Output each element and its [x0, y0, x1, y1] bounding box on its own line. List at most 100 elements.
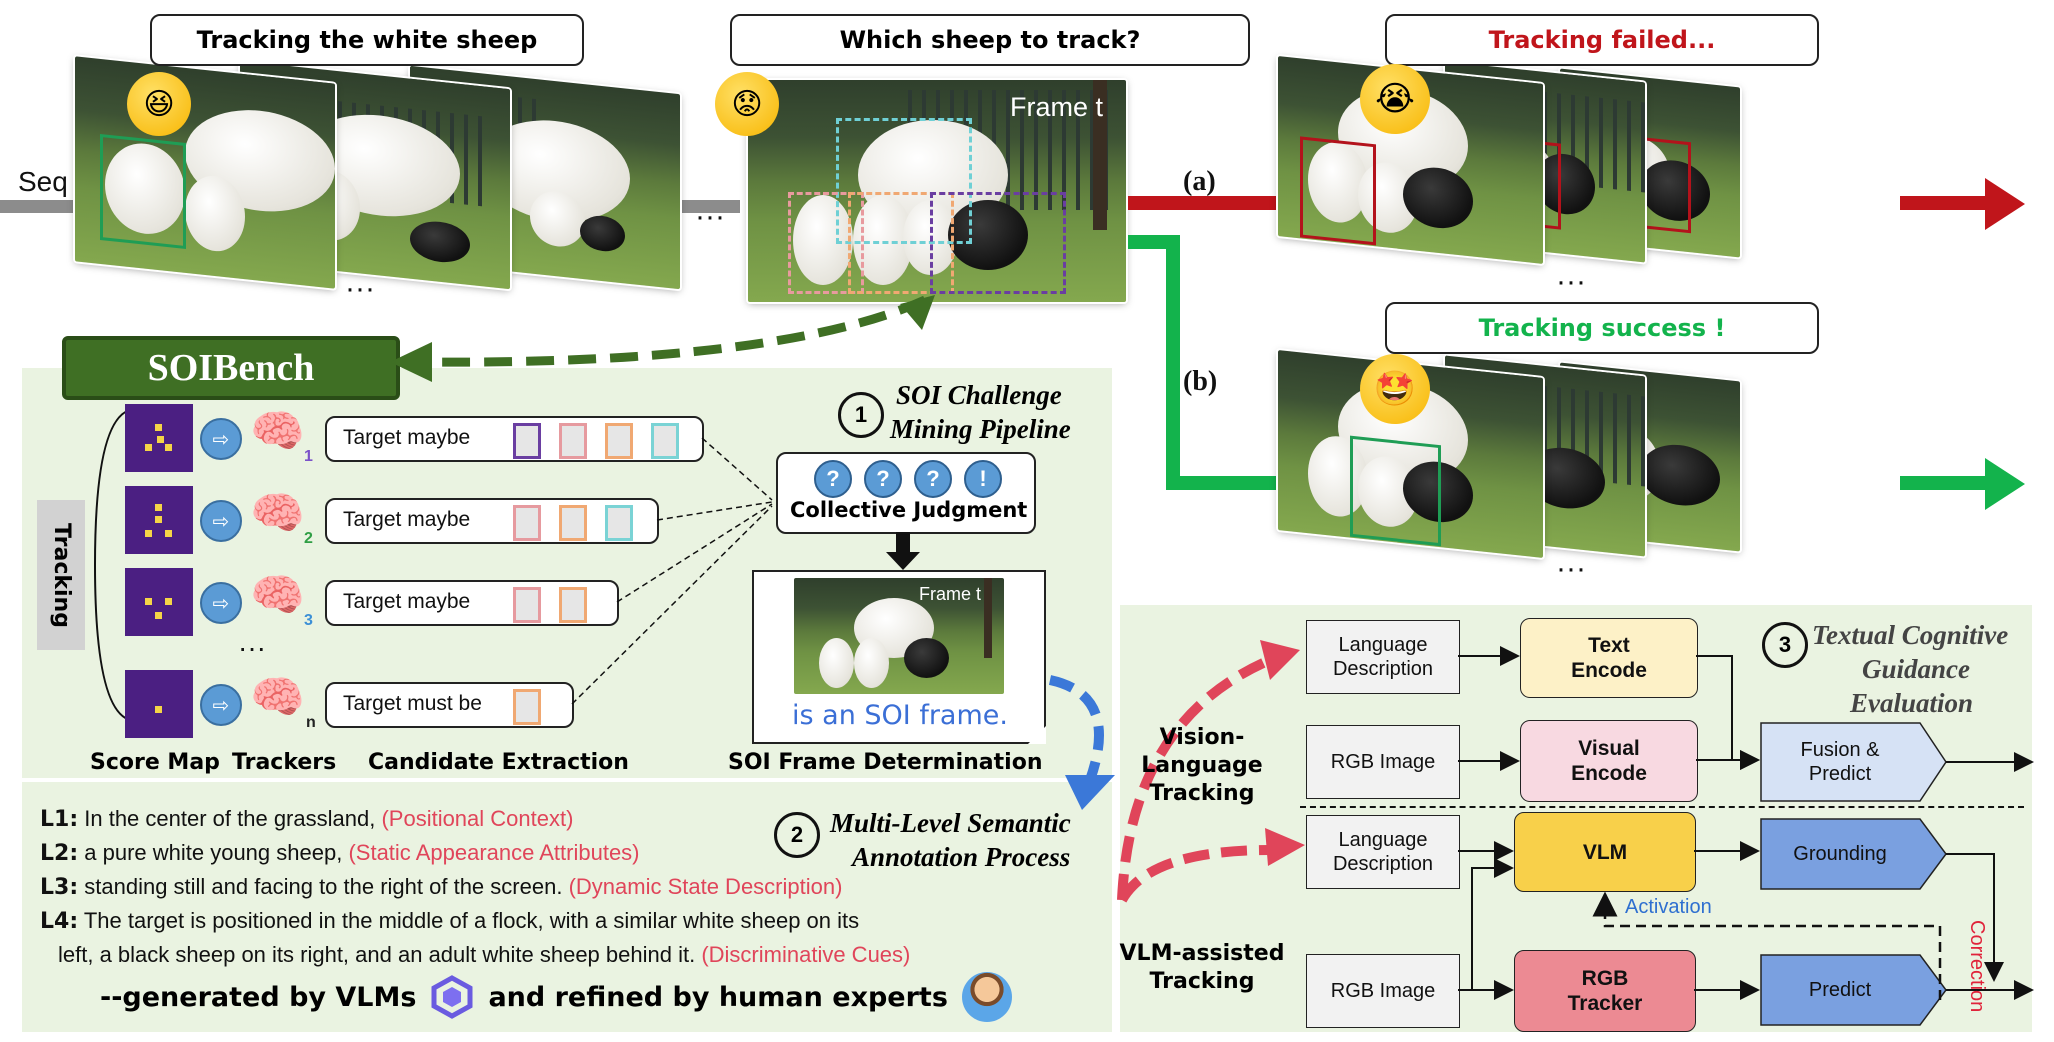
soibench-link-arrow	[390, 295, 935, 382]
candidate-box	[605, 505, 633, 541]
seq-label: Seq	[18, 166, 68, 197]
label-soi-frame-determination: SOI Frame Determination	[728, 750, 1043, 775]
speech-bubble-text: Which sheep to track?	[839, 26, 1141, 54]
bbox-pink	[788, 192, 864, 294]
box-line: Encode	[1571, 762, 1647, 785]
success-arrow-line	[1900, 476, 2000, 490]
speech-bubble-text: Tracking failed...	[1488, 26, 1716, 54]
level-text: a pure white young sheep,	[84, 840, 343, 865]
annotation-title-2: Annotation Process	[852, 842, 1071, 872]
box-line: RGB	[1581, 967, 1629, 990]
speech-bubble-which-sheep: Which sheep to track?	[730, 14, 1250, 66]
activation-label: Activation	[1625, 896, 1712, 918]
evaluation-title-2: Guidance	[1862, 654, 1970, 684]
level-l4-continued: left, a black sheep on its right, and an…	[58, 942, 910, 968]
arrow-circle-icon: ⇨	[200, 684, 242, 726]
rgb-image-box-vl: RGB Image	[1306, 725, 1460, 799]
fusion-predict-text: Fusion &Predict	[1760, 722, 1920, 802]
blue-curved-arrow	[1048, 675, 1115, 810]
level-text: In the center of the grassland,	[84, 806, 376, 831]
collective-judgment-box: ? ? ? ! Collective Judgment	[776, 452, 1036, 534]
pipeline-title-2: Mining Pipeline	[890, 414, 1071, 444]
speech-bubble-text: Tracking success !	[1478, 314, 1726, 342]
candidate-box	[559, 423, 587, 459]
level-cue: (Dynamic State Description)	[568, 874, 843, 899]
label-score-map: Score Map	[90, 750, 220, 775]
soi-frame-card: Frame t is an SOI frame.	[752, 570, 1046, 744]
candidate-label-text: Target maybe	[343, 508, 471, 531]
vl-label-line-2: Tracking	[1149, 781, 1255, 806]
candidate-label-text: Target must be	[343, 692, 482, 715]
exclamation-icon: !	[964, 460, 1002, 498]
collective-judgment-label: Collective Judgment	[790, 498, 1028, 522]
candidate-box	[513, 423, 541, 459]
level-tag: L3:	[40, 875, 79, 900]
candidate-label-text: Target maybe	[343, 590, 471, 613]
candidate-label-row-1: Target maybe	[325, 416, 704, 462]
annotation-number-badge: 2	[774, 812, 820, 858]
pipeline-title-1: SOI Challenge	[896, 380, 1062, 410]
frame-t-main: Frame t	[748, 80, 1126, 302]
human-expert-avatar-icon	[961, 972, 1012, 1022]
level-text: left, a black sheep on its right, and an…	[58, 942, 696, 967]
crying-emoji-icon: 😭	[1360, 64, 1430, 134]
candidate-label-row-4: Target must be	[325, 682, 574, 728]
ellipsis-fail: ···	[1556, 265, 1586, 298]
speech-bubble-text: Tracking the white sheep	[196, 26, 538, 54]
level-cue: (Static Appearance Attributes)	[348, 840, 640, 865]
judgment-down-arrow-shaft	[896, 532, 910, 554]
success-arrow-head	[1985, 458, 2025, 510]
grounding-text: Grounding	[1760, 818, 1920, 890]
arrow-circle-icon: ⇨	[200, 418, 242, 460]
sequence-line-mid	[670, 200, 740, 213]
level-l1: L1: In the center of the grassland, (Pos…	[40, 806, 573, 832]
footer-refined: and refined by human experts	[488, 981, 948, 1013]
speech-bubble-tracking-white-sheep: Tracking the white sheep	[150, 14, 584, 66]
judgment-down-arrow-head	[886, 552, 920, 570]
brain-network-icon: 🧠	[250, 571, 305, 620]
branch-a-label: (a)	[1183, 166, 1216, 197]
tracker-index: 3	[304, 612, 313, 629]
tracker-index: n	[306, 714, 316, 731]
bbox-cyan	[836, 118, 972, 244]
fusion-predict-box	[1760, 722, 1947, 802]
star-eyes-emoji-icon: 🤩	[1360, 354, 1430, 424]
box-line: Encode	[1571, 659, 1647, 682]
vlm-label-line-2: Tracking	[1149, 969, 1255, 994]
candidate-box	[513, 587, 541, 623]
fail-arrow-head	[1985, 178, 2025, 230]
annotation-panel	[22, 782, 1112, 1032]
confused-emoji-icon: 😟	[715, 72, 779, 136]
tracking-brace	[93, 409, 131, 721]
vlm-label-line-1: VLM-assisted	[1119, 941, 1285, 966]
speech-bubble-tracking-failed: Tracking failed...	[1385, 14, 1819, 66]
label-candidate-extraction: Candidate Extraction	[368, 750, 629, 775]
box-line: Text	[1588, 634, 1630, 657]
soi-frame-text: is an SOI frame.	[792, 700, 1008, 731]
box-line: RGB Image	[1330, 751, 1436, 773]
level-tag: L4:	[40, 909, 79, 934]
frame-t-label: Frame t	[1010, 92, 1104, 122]
candidate-box	[605, 423, 633, 459]
candidate-box	[513, 689, 541, 725]
score-map	[125, 404, 193, 472]
candidate-label-row-3: Target maybe	[325, 580, 619, 626]
frame-seq-1	[75, 56, 335, 289]
soibench-title-text: SOIBench	[147, 347, 315, 389]
level-tag: L1:	[40, 807, 79, 832]
pipeline-number-badge: 1	[838, 392, 884, 438]
level-cue: (Positional Context)	[381, 806, 574, 831]
tracker-index: 2	[304, 530, 313, 547]
arrow-circle-icon: ⇨	[200, 582, 242, 624]
candidate-label-text: Target maybe	[343, 426, 471, 449]
level-l2: L2: a pure white young sheep, (Static Ap…	[40, 840, 640, 866]
ellipsis-top: ···	[695, 200, 725, 233]
candidate-box	[559, 587, 587, 623]
box-line: Predict	[1808, 763, 1872, 785]
judgment-connectors	[571, 437, 773, 705]
candidate-label-row-2: Target maybe	[325, 498, 659, 544]
ellipsis-success: ···	[1556, 552, 1586, 585]
